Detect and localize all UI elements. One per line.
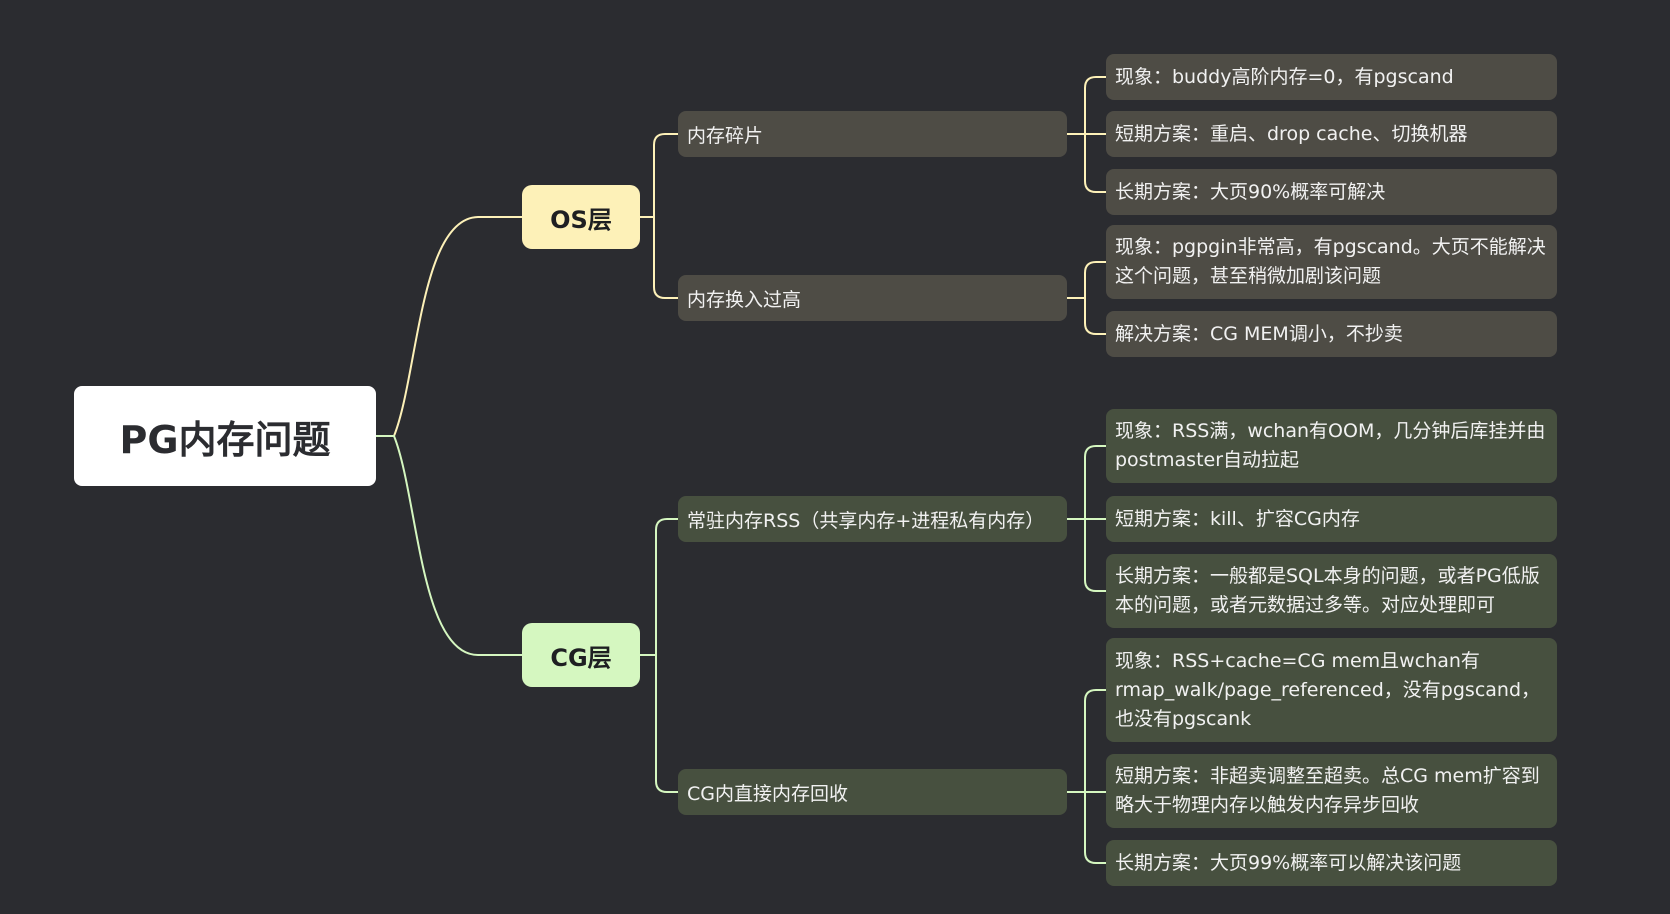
link-leaf-os-2-2	[1084, 298, 1106, 335]
link-os-branch-swapin	[653, 217, 678, 299]
topic-cg-layer[interactable]: CG层	[522, 623, 640, 687]
topic-cg-direct-reclaim[interactable]: CG内直接内存回收	[678, 769, 1067, 815]
topic-memory-fragmentation[interactable]: 内存碎片	[678, 111, 1067, 157]
topic-os-layer[interactable]: OS层	[522, 185, 640, 249]
topic-rss-resident-memory[interactable]: 常驻内存RSS（共享内存+进程私有内存）	[678, 496, 1067, 542]
link-leaf-cg-1-3	[1084, 519, 1106, 592]
link-leaf-cg-2-3	[1084, 792, 1106, 864]
leaf-cg-rss-symptom[interactable]: 现象：RSS满，wchan有OOM，几分钟后库挂并由postmaster自动拉起	[1106, 409, 1557, 483]
link-cg-branch-reclaim	[655, 655, 678, 793]
leaf-cg-reclaim-long-term[interactable]: 长期方案：大页99%概率可以解决该问题	[1106, 840, 1557, 886]
link-root-cg	[376, 435, 522, 656]
leaf-cg-reclaim-symptom[interactable]: 现象：RSS+cache=CG mem且wchan有rmap_walk/page…	[1106, 638, 1557, 742]
link-cg-branch-rss	[640, 518, 678, 656]
leaf-os-fragment-long-term[interactable]: 长期方案：大页90%概率可解决	[1106, 169, 1557, 215]
leaf-os-swapin-solution[interactable]: 解决方案：CG MEM调小，不抄卖	[1106, 311, 1557, 357]
leaf-cg-rss-short-term[interactable]: 短期方案：kill、扩容CG内存	[1106, 496, 1557, 542]
link-leaf-os-1-1	[1067, 76, 1106, 135]
link-root-os	[376, 216, 522, 437]
leaf-cg-reclaim-short-term[interactable]: 短期方案：非超卖调整至超卖。总CG mem扩容到略大于物理内存以触发内存异步回收	[1106, 754, 1557, 828]
topic-swap-in-high[interactable]: 内存换入过高	[678, 275, 1067, 321]
link-os-branch-fragment	[640, 133, 678, 218]
link-leaf-os-1-3	[1084, 134, 1106, 193]
leaf-cg-rss-long-term[interactable]: 长期方案：一般都是SQL本身的问题，或者PG低版本的问题，或者元数据过多等。对应…	[1106, 554, 1557, 628]
link-leaf-cg-1-1	[1067, 445, 1106, 520]
leaf-os-swapin-symptom[interactable]: 现象：pgpgin非常高，有pgscand。大页不能解决这个问题，甚至稍微加剧该…	[1106, 225, 1557, 299]
leaf-os-fragment-symptom[interactable]: 现象：buddy高阶内存=0，有pgscand	[1106, 54, 1557, 100]
root-topic[interactable]: PG内存问题	[74, 386, 376, 486]
link-leaf-os-2-1	[1067, 261, 1106, 299]
leaf-os-fragment-short-term[interactable]: 短期方案：重启、drop cache、切换机器	[1106, 111, 1557, 157]
link-leaf-cg-2-1	[1067, 689, 1106, 793]
